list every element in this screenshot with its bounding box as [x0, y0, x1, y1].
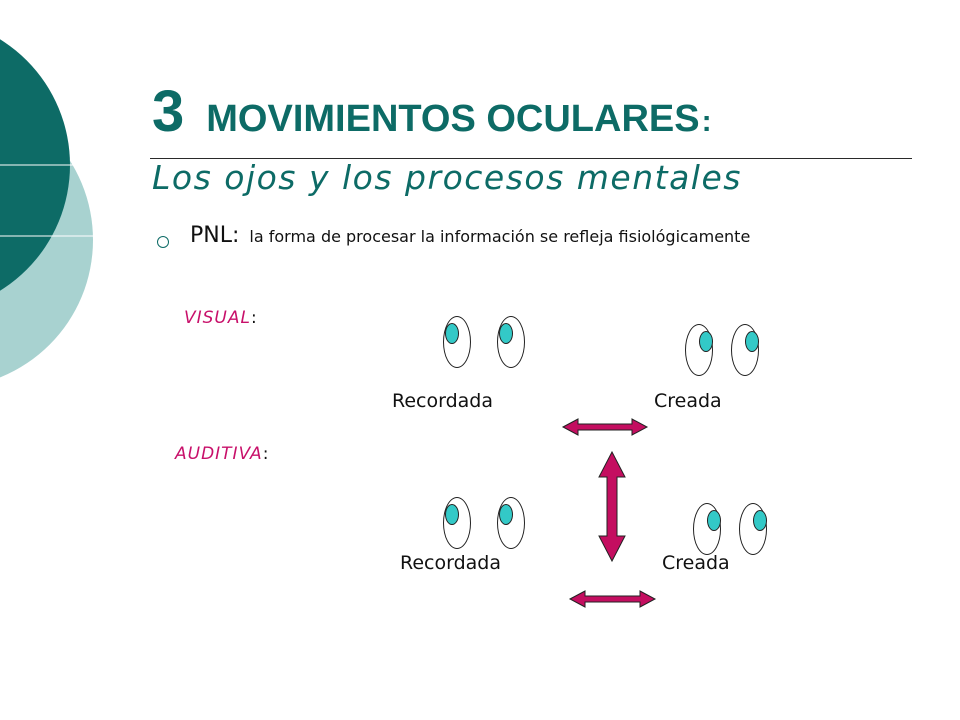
visual-right-label: Creada [654, 390, 722, 412]
eye-icon [685, 324, 713, 376]
auditiva-left-label: Recordada [400, 552, 501, 574]
title-colon: : [701, 105, 712, 138]
pupil-icon [499, 504, 513, 525]
pupil-icon [745, 331, 759, 352]
page-subtitle: Los ojos y los procesos mentales [152, 158, 742, 197]
title-number: 3 [152, 79, 185, 144]
eye-icon [497, 316, 525, 368]
eye-icon [497, 497, 525, 549]
pupil-icon [707, 510, 721, 531]
bullet-item: PNL: la forma de procesar la información … [190, 223, 810, 248]
auditiva-label-text: AUDITIVA [175, 444, 263, 464]
title-divider [150, 158, 912, 159]
bullet-body: la forma de procesar la información se r… [249, 227, 751, 246]
eye-icon [443, 316, 471, 368]
horizontal-double-arrow-icon [561, 418, 649, 436]
bullet-circle-icon [157, 236, 169, 248]
bullet-term: PNL [190, 223, 232, 248]
title-main: MOVIMIENTOS OCULARES [206, 98, 700, 140]
pupil-icon [753, 510, 767, 531]
auditiva-label-colon: : [262, 444, 270, 464]
bullet-colon: : [231, 223, 240, 248]
pupil-icon [499, 323, 513, 344]
visual-label: VISUAL: [184, 308, 258, 328]
eye-icon [739, 503, 767, 555]
auditiva-label: AUDITIVA: [175, 444, 269, 464]
horizontal-double-arrow-icon [568, 590, 657, 608]
visual-label-colon: : [250, 308, 258, 328]
pupil-icon [445, 504, 459, 525]
page-title: 3 MOVIMIENTOS OCULARES: [152, 78, 712, 145]
visual-label-text: VISUAL [184, 308, 251, 328]
eye-icon [731, 324, 759, 376]
visual-left-label: Recordada [392, 390, 493, 412]
pupil-icon [699, 331, 713, 352]
eye-icon [443, 497, 471, 549]
pupil-icon [445, 323, 459, 344]
auditiva-right-label: Creada [662, 552, 730, 574]
eye-icon [693, 503, 721, 555]
vertical-double-arrow-icon [598, 450, 626, 563]
